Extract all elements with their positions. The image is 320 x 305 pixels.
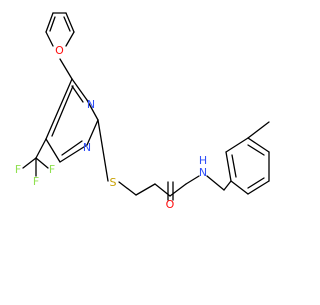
sulfur-label: S (110, 176, 117, 189)
amide-c-n-bond (185, 175, 200, 185)
n-ch2-bond (206, 175, 225, 191)
pyrimidine-n-bottom-label: N (83, 141, 91, 154)
amide-h-label: H (199, 154, 207, 167)
bonds (22, 12, 270, 201)
furan-bond-c5-c4 (65, 12, 75, 33)
pyrimidine-bond-n1-c6-inner (61, 140, 83, 156)
pyrimidine-bond-c4-n3 (71, 78, 88, 101)
fluorine-bottom-label: F (33, 175, 39, 188)
furan-bond-c3-c2 (45, 12, 54, 33)
furan-bond-o-c5 (65, 31, 75, 47)
benzene-bond-6 (230, 180, 249, 195)
chain-bond-c1-c2 (135, 183, 156, 196)
pyrimidine-bond-c4-n3-inner (71, 85, 84, 103)
atom-labels: O N N S F F F O N H (15, 44, 207, 211)
benzene-bond-1-inner (231, 154, 237, 178)
benzene-bond-1 (225, 151, 232, 182)
methyl-bond (247, 121, 270, 139)
pyrimidine-bond-c2-n1 (86, 119, 99, 146)
benzene-bond-3 (247, 137, 270, 153)
amide-n-label: N (199, 166, 207, 179)
pyrimidine-bond-c5-c4-inner (51, 85, 74, 137)
benzyl-link (223, 180, 232, 191)
furan-bond-c2-o (45, 31, 54, 47)
carbonyl-oxygen-label: O (166, 198, 175, 211)
cf3-bond-f-right (35, 157, 49, 169)
benzene-bond-5 (247, 180, 270, 195)
pyrimidine-bond-c5-c4 (45, 78, 73, 140)
furan-bond-c3-c2-inner (49, 16, 56, 32)
furan-bond-c5-c4-inner (63, 16, 71, 32)
fluorine-right-label: F (49, 163, 55, 176)
chain-bond-s-c1 (118, 181, 137, 196)
fluorine-left-label: F (15, 163, 21, 176)
structure-canvas: O N N S F F F O N H (15, 12, 270, 211)
pyrimidine-n-top-label: N (87, 98, 95, 111)
benzene-bond-5-inner (247, 177, 265, 189)
benzene-bond-2 (225, 137, 249, 153)
cf3-bond-f-left (22, 157, 37, 169)
furan-oxygen-label: O (55, 44, 64, 57)
chain-bond-c2-s (97, 119, 109, 182)
benzene-bond-3-inner (247, 144, 265, 156)
pyrimidine-bond-n1-c6 (59, 144, 88, 163)
furan-pyrimidine-link (59, 58, 73, 80)
pyrimidine-bond-n3-c2 (86, 99, 99, 121)
cf3-link (35, 138, 47, 159)
pyrimidine-bond-c6-c5 (45, 138, 61, 163)
molecule-diagram: O N N S F F F O N H (15, 12, 270, 211)
